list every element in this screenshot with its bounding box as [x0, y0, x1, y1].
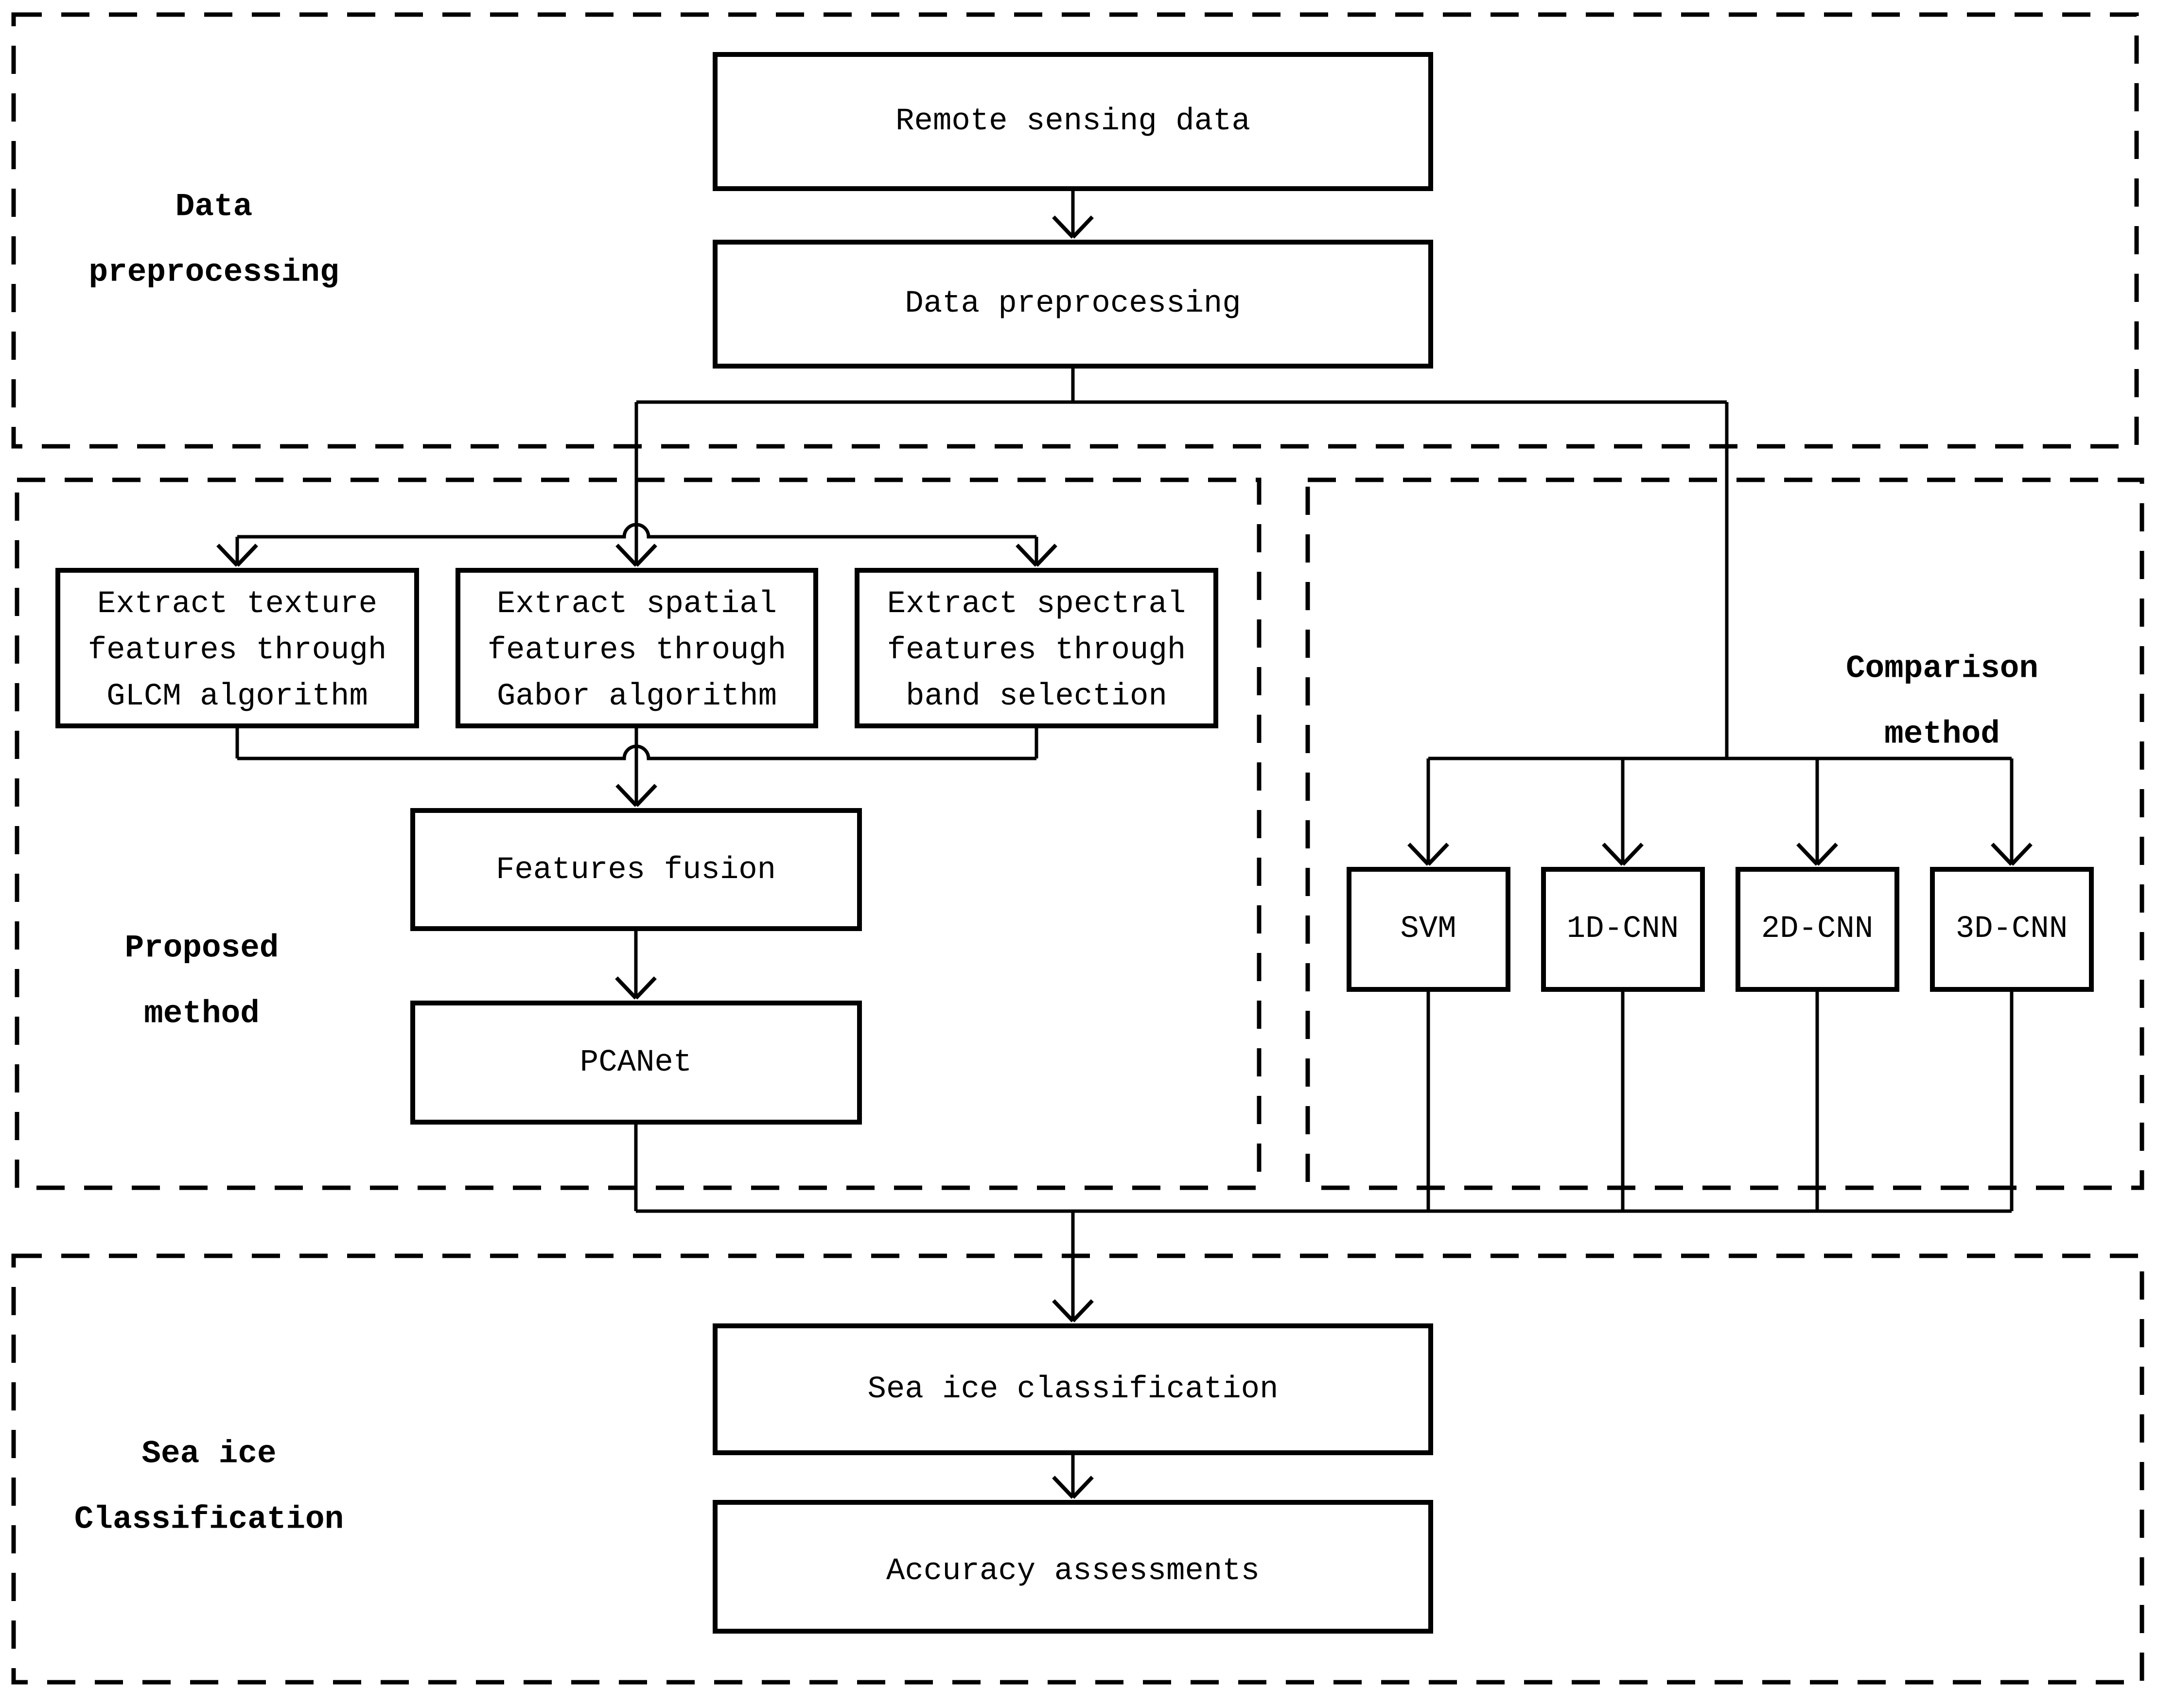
- section-label-data-preprocessing-line2: preprocessing: [89, 254, 339, 291]
- node-2d-cnn: [1736, 867, 1899, 992]
- label-extract-spatial-line1: Extract spatial: [497, 587, 777, 622]
- label-3d-cnn: 3D-CNN: [1956, 912, 2068, 947]
- section-label-data-preprocessing-line1: Data: [175, 189, 252, 225]
- node-pcanet: [410, 1001, 862, 1125]
- label-accuracy-assessments: Accuracy assessments: [886, 1554, 1260, 1589]
- label-pcanet: PCANet: [580, 1045, 692, 1080]
- node-remote-sensing-data: [713, 52, 1433, 191]
- label-2d-cnn: 2D-CNN: [1761, 912, 1873, 947]
- section-label-proposed-method-line1: Proposed: [125, 930, 279, 967]
- node-extract-texture: [55, 568, 419, 728]
- section-sea-ice-classification: [11, 1253, 2144, 1685]
- label-sea-ice-classification-step: Sea ice classification: [868, 1372, 1279, 1407]
- label-extract-spectral-line3: band selection: [906, 679, 1167, 714]
- section-comparison-method: [1305, 477, 2144, 1190]
- label-extract-spatial-line2: features through: [488, 633, 787, 668]
- label-extract-spectral-line1: Extract spectral: [887, 587, 1186, 622]
- label-remote-sensing-data: Remote sensing data: [895, 104, 1250, 139]
- label-extract-spectral-line2: features through: [887, 633, 1186, 668]
- section-label-sea-ice-line2: Classification: [74, 1501, 344, 1538]
- label-extract-texture-line3: GLCM algorithm: [106, 679, 368, 714]
- node-features-fusion: [410, 808, 862, 931]
- node-data-preprocessing: [713, 240, 1433, 369]
- section-label-sea-ice-line1: Sea ice: [141, 1436, 276, 1472]
- label-1d-cnn: 1D-CNN: [1567, 912, 1679, 947]
- label-features-fusion: Features fusion: [496, 853, 776, 888]
- node-1d-cnn: [1541, 867, 1705, 992]
- label-extract-texture-line2: features through: [88, 633, 387, 668]
- label-svm: SVM: [1400, 912, 1456, 947]
- section-label-comparison-method-line2: method: [1884, 716, 2000, 753]
- node-sea-ice-classification: [713, 1323, 1433, 1455]
- section-data-preprocessing: [11, 12, 2139, 449]
- node-3d-cnn: [1930, 867, 2094, 992]
- label-extract-spatial-line3: Gabor algorithm: [497, 679, 777, 714]
- section-label-proposed-method-line2: method: [144, 996, 260, 1032]
- connector-feature-split-bar: [237, 523, 1036, 539]
- section-label-comparison-method-line1: Comparison: [1846, 651, 2038, 687]
- label-data-preprocessing: Data preprocessing: [905, 286, 1241, 321]
- label-extract-texture-line1: Extract texture: [97, 587, 377, 622]
- node-svm: [1347, 867, 1510, 992]
- node-extract-spectral: [855, 568, 1218, 728]
- node-accuracy-assessments: [713, 1500, 1433, 1634]
- node-extract-spatial: [456, 568, 818, 728]
